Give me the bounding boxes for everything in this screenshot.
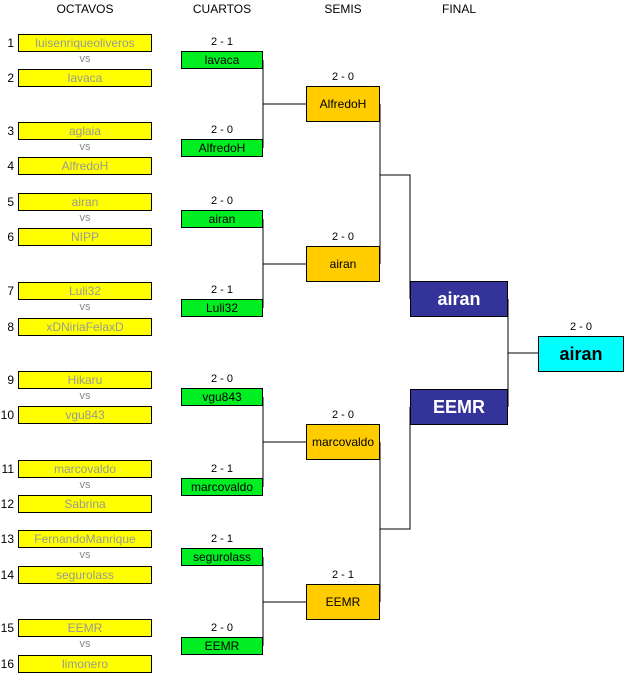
seed-number: 1 — [7, 36, 14, 50]
seed-number: 4 — [7, 159, 14, 173]
seed-number: 8 — [7, 320, 14, 334]
cuartos-player[interactable]: lavaca — [181, 51, 263, 69]
seed-number: 14 — [0, 568, 14, 582]
semis-player[interactable]: airan — [306, 246, 380, 282]
cuartos-score: 2 - 0 — [210, 373, 233, 385]
semis-player[interactable]: marcovaldo — [306, 424, 380, 460]
vs-label: vs — [79, 212, 91, 224]
vs-label: vs — [79, 390, 91, 402]
vs-label: vs — [79, 638, 91, 650]
seed-number: 16 — [0, 657, 14, 671]
octavos-player[interactable]: Luli32 — [18, 282, 152, 300]
cuartos-player[interactable]: marcovaldo — [181, 478, 263, 496]
octavos-player[interactable]: luisenriqueoliveros — [18, 34, 152, 52]
cuartos-score: 2 - 0 — [210, 124, 233, 136]
seed-number: 2 — [7, 71, 14, 85]
header-final: FINAL — [441, 2, 476, 16]
octavos-player[interactable]: AlfredoH — [18, 157, 152, 175]
octavos-player[interactable]: EEMR — [18, 619, 152, 637]
seed-number: 15 — [0, 621, 14, 635]
cuartos-score: 2 - 0 — [210, 195, 233, 207]
seed-number: 9 — [7, 373, 14, 387]
header-semis: SEMIS — [324, 2, 362, 16]
vs-label: vs — [79, 53, 91, 65]
semis-player[interactable]: AlfredoH — [306, 86, 380, 122]
final-box-2[interactable]: EEMR — [410, 389, 508, 425]
octavos-player[interactable]: Hikaru — [18, 371, 152, 389]
cuartos-player[interactable]: AlfredoH — [181, 139, 263, 157]
seed-number: 10 — [0, 408, 14, 422]
cuartos-player[interactable]: airan — [181, 210, 263, 228]
final-box-1[interactable]: airan — [410, 281, 508, 317]
octavos-player[interactable]: vgu843 — [18, 406, 152, 424]
seed-number: 3 — [7, 124, 14, 138]
seed-number: 11 — [1, 462, 14, 476]
seed-number: 7 — [7, 284, 14, 298]
vs-label: vs — [79, 549, 91, 561]
octavos-player[interactable]: aglaia — [18, 122, 152, 140]
octavos-player[interactable]: segurolass — [18, 566, 152, 584]
octavos-player[interactable]: limonero — [18, 655, 152, 673]
vs-label: vs — [79, 479, 91, 491]
octavos-player[interactable]: lavaca — [18, 69, 152, 87]
semis-score: 2 - 0 — [331, 409, 354, 421]
cuartos-player[interactable]: Luli32 — [181, 299, 263, 317]
cuartos-score: 2 - 1 — [210, 463, 233, 475]
seed-number: 5 — [7, 195, 14, 209]
octavos-player[interactable]: marcovaldo — [18, 460, 152, 478]
vs-label: vs — [79, 301, 91, 313]
cuartos-score: 2 - 1 — [210, 284, 233, 296]
seed-number: 13 — [0, 532, 14, 546]
octavos-player[interactable]: FernandoManrique — [18, 530, 152, 548]
octavos-player[interactable]: airan — [18, 193, 152, 211]
semis-score: 2 - 1 — [331, 569, 354, 581]
champion-box[interactable]: airan — [538, 336, 624, 372]
cuartos-player[interactable]: vgu843 — [181, 388, 263, 406]
cuartos-score: 2 - 1 — [210, 36, 233, 48]
cuartos-player[interactable]: segurolass — [181, 548, 263, 566]
header-cuartos: CUARTOS — [192, 2, 252, 16]
vs-label: vs — [79, 141, 91, 153]
seed-number: 6 — [7, 230, 14, 244]
octavos-player[interactable]: Sabrina — [18, 495, 152, 513]
semis-score: 2 - 0 — [331, 71, 354, 83]
header-octavos: OCTAVOS — [56, 2, 114, 16]
octavos-player[interactable]: NIPP — [18, 228, 152, 246]
octavos-player[interactable]: xDNiriaFelaxD — [18, 318, 152, 336]
semis-score: 2 - 0 — [331, 231, 354, 243]
cuartos-score: 2 - 0 — [210, 622, 233, 634]
champion-score: 2 - 0 — [569, 321, 592, 333]
semis-player[interactable]: EEMR — [306, 584, 380, 620]
cuartos-player[interactable]: EEMR — [181, 637, 263, 655]
cuartos-score: 2 - 1 — [210, 533, 233, 545]
seed-number: 12 — [0, 497, 14, 511]
